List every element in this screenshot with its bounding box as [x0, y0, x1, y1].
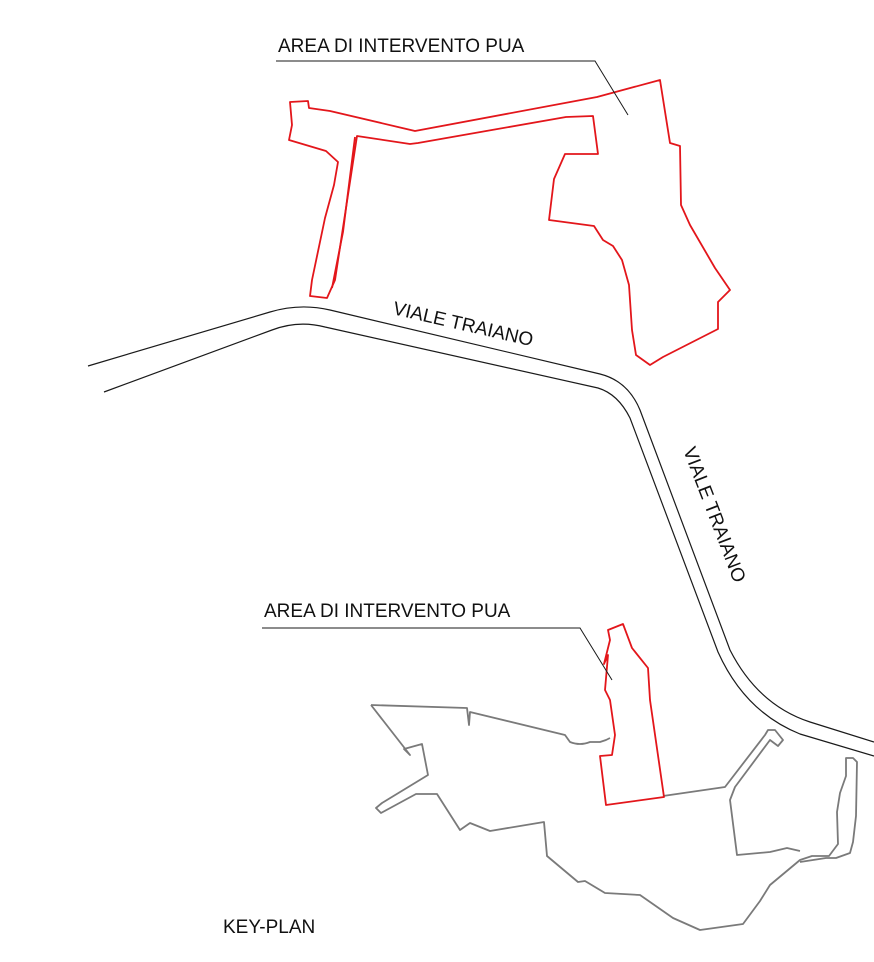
coastline [370, 704, 858, 931]
leader-top [276, 60, 629, 116]
label-area-top: AREA DI INTERVENTO PUA [278, 36, 525, 57]
coastline-main [370, 704, 858, 931]
leaders [262, 60, 629, 681]
area-bottom-outline [599, 623, 665, 806]
label-key-plan: KEY-PLAN [223, 917, 315, 938]
road-edge-inner [103, 323, 874, 757]
road-edge-outer [87, 306, 874, 743]
coastline-pier [662, 729, 801, 856]
coastline-west [370, 704, 611, 745]
label-area-bottom: AREA DI INTERVENTO PUA [264, 601, 511, 622]
label-road-upper: VIALE TRAIANO [391, 298, 535, 351]
road-viale-traiano [87, 306, 874, 757]
area-top-outline [288, 79, 731, 366]
label-road-diagonal: VIALE TRAIANO [678, 444, 749, 585]
leader-bottom [262, 627, 613, 681]
area-top-inner-divider [331, 136, 356, 289]
intervention-area-bottom [599, 623, 665, 806]
intervention-area-top [288, 79, 731, 366]
